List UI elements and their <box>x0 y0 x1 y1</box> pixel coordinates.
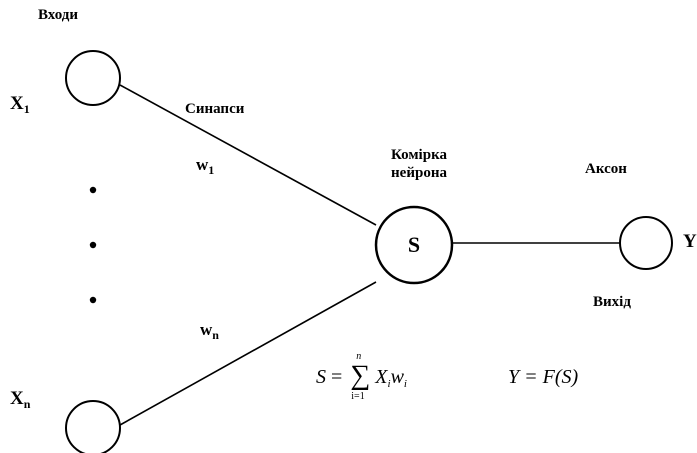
term-w: w <box>390 366 404 388</box>
sigma-symbol: n ∑ i=1 <box>349 352 371 402</box>
ellipsis-dot-3 <box>89 296 97 304</box>
input-node-1 <box>65 50 121 106</box>
output-node <box>619 216 673 270</box>
weight-wn-label: wn <box>200 320 219 342</box>
synapse-line-n <box>119 281 377 426</box>
cell-label-line-2: нейрона <box>391 165 447 181</box>
ellipsis-dot-2 <box>89 241 97 249</box>
cell-label-line-1: Комірка <box>391 147 447 163</box>
xn-base: X <box>10 388 24 409</box>
input-node-n <box>65 400 121 453</box>
wn-base: w <box>200 320 213 339</box>
ellipsis-dot-1 <box>89 186 97 194</box>
w1-base: w <box>196 155 209 174</box>
x1-sub: 1 <box>23 102 30 116</box>
w1-sub: 1 <box>208 163 215 177</box>
term-x-sub: i <box>387 378 391 390</box>
synapse-line-1 <box>119 84 377 226</box>
input-x1-label: X1 <box>10 93 30 115</box>
sum-formula: S = n ∑ i=1 Xiwi <box>316 352 407 402</box>
output-y-label: Y <box>683 231 697 252</box>
synapses-label: Синапси <box>185 101 245 117</box>
sum-equals: = <box>331 366 343 388</box>
sigma-upper-limit: n <box>356 351 362 362</box>
axon-label: Аксон <box>585 161 627 177</box>
term-x: X <box>375 366 388 388</box>
inputs-label: Входи <box>38 7 79 23</box>
xn-sub: n <box>23 397 31 411</box>
output-label: Вихід <box>593 294 631 310</box>
x1-base: X <box>10 93 24 114</box>
neuron-cell <box>374 205 454 285</box>
sum-lhs: S <box>316 366 326 388</box>
wn-sub: n <box>212 328 219 342</box>
cell-symbol: S <box>407 232 421 257</box>
term-w-sub: i <box>403 378 407 390</box>
sigma-lower-limit: i=1 <box>351 391 365 402</box>
weight-w1-label: w1 <box>196 155 215 177</box>
cell-label: Комірка нейрона <box>364 146 474 182</box>
input-xn-label: Xn <box>10 388 30 410</box>
activation-formula: Y = F(S) <box>508 366 579 388</box>
sigma-glyph: ∑ <box>350 360 371 391</box>
